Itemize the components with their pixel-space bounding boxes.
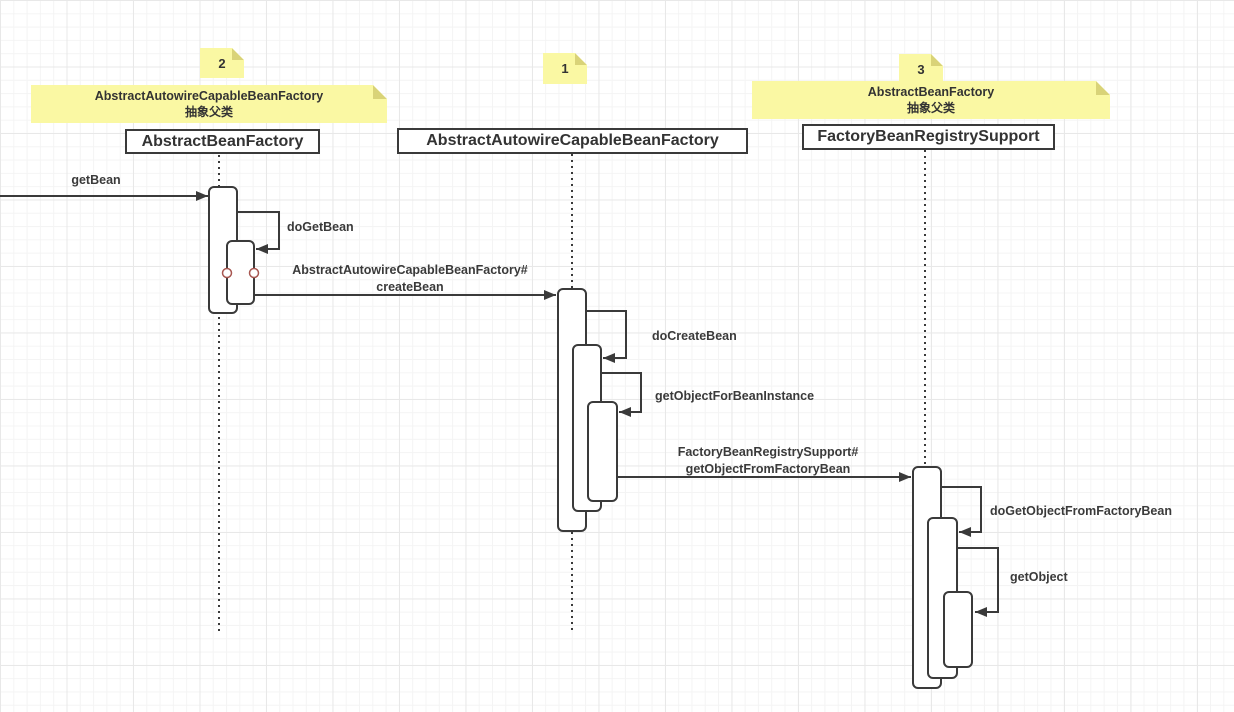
note-abstract-bean-factory[interactable]: AbstractBeanFactory 抽象父类 [752,81,1110,119]
message-label-do-get-object-from-factory-bean[interactable]: doGetObjectFromFactoryBean [990,504,1172,518]
lifeline-name: AbstractAutowireCapableBeanFactory [426,132,719,149]
message-label-line1: AbstractAutowireCapableBeanFactory# [292,263,528,277]
self-message-get-object-for-bean-instance[interactable] [601,372,642,417]
self-message-get-object[interactable] [957,547,999,617]
endpoint-circle-left[interactable] [221,267,233,279]
activation-bar-get-object[interactable] [943,591,973,668]
self-message-do-get-object-from-factory-bean[interactable] [941,486,982,537]
lifeline-name: FactoryBeanRegistrySupport [817,128,1040,145]
sticky-note-3[interactable]: 3 [899,54,943,84]
sticky-note-1-label: 1 [561,61,569,76]
message-label-get-bean[interactable]: getBean [71,173,121,187]
message-label-get-object[interactable]: getObject [1010,570,1068,584]
note-abstract-autowire-capable-bean-factory[interactable]: AbstractAutowireCapableBeanFactory 抽象父类 [31,85,387,123]
note-title: AbstractBeanFactory [867,85,995,99]
lifeline-header-abstract-autowire-capable-bean-factory[interactable]: AbstractAutowireCapableBeanFactory [397,128,748,154]
message-label-do-get-bean[interactable]: doGetBean [287,220,354,234]
activation-bar-get-object-for-bean-instance[interactable] [587,401,618,502]
message-label-get-object-for-bean-instance[interactable]: getObjectForBeanInstance [655,389,815,403]
note-title: AbstractAutowireCapableBeanFactory [94,89,324,103]
message-label-do-create-bean[interactable]: doCreateBean [652,329,737,343]
message-label-create-bean[interactable]: AbstractAutowireCapableBeanFactory# crea… [292,262,527,296]
sticky-note-1[interactable]: 1 [543,53,587,84]
lifeline-header-abstract-bean-factory[interactable]: AbstractBeanFactory [125,129,320,154]
sticky-note-2-label: 2 [218,55,226,71]
lifeline-name: AbstractBeanFactory [141,132,304,150]
self-message-do-create-bean[interactable] [586,310,627,363]
endpoint-circle-right[interactable] [248,267,260,279]
message-label-line2: getObjectFromFactoryBean [685,462,851,476]
lifeline-header-factory-bean-registry-support[interactable]: FactoryBeanRegistrySupport [802,124,1055,150]
note-subtitle: 抽象父类 [906,101,955,115]
sticky-note-2[interactable]: 2 [200,48,244,78]
message-label-line1: FactoryBeanRegistrySupport# [677,445,859,459]
sticky-note-3-label: 3 [917,61,925,77]
note-subtitle: 抽象父类 [184,105,233,119]
message-label-line2: createBean [376,280,444,294]
self-message-do-get-bean[interactable] [237,211,280,254]
message-label-get-object-from-factory-bean[interactable]: FactoryBeanRegistrySupport# getObjectFro… [678,444,859,478]
